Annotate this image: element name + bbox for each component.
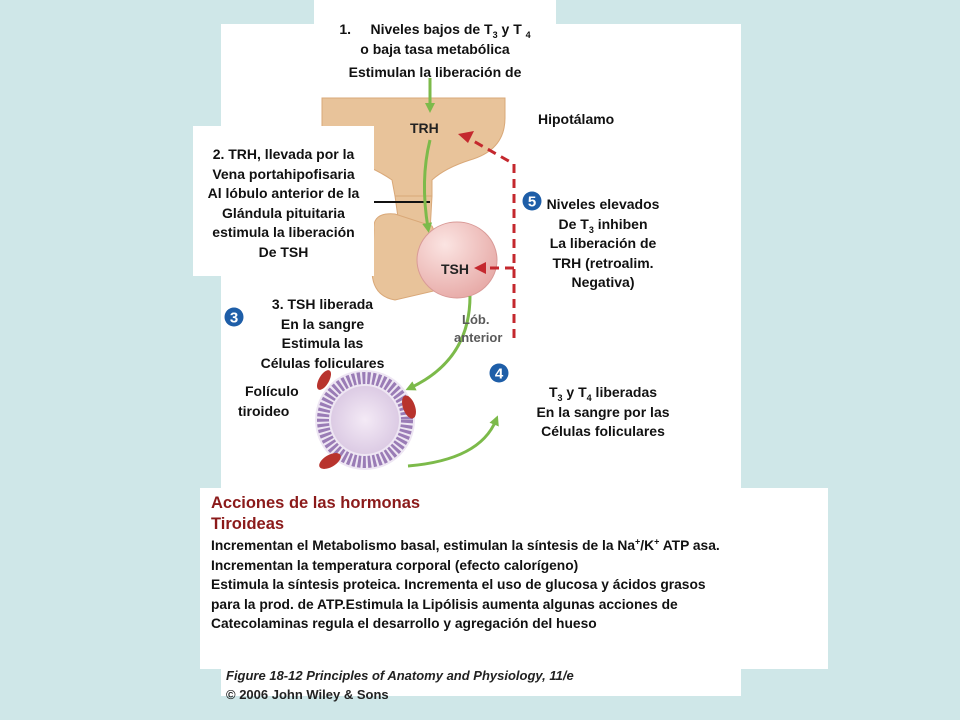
step5-badge: 5 [522, 191, 542, 211]
follicle-label: Folículo tiroideo [238, 383, 299, 419]
follicle-red-cell [317, 370, 331, 390]
step3-badge: 3 [224, 307, 244, 327]
step4-text: T3 y T4 liberadas En la sangre por las C… [536, 384, 670, 439]
arrow-follicle-to-blood [407, 415, 499, 468]
step3-text: 3. TSH liberada En la sangre Estimula la… [260, 296, 385, 371]
follicle-colloid [331, 386, 399, 454]
arrow-tsh-to-follicle [405, 295, 472, 391]
svg-text:5: 5 [528, 194, 536, 211]
step5-text: Niveles elevados De T3 inhiben La libera… [546, 196, 660, 290]
svg-text:4: 4 [495, 366, 504, 383]
trh-label: TRH [410, 120, 439, 136]
step1-line3: Estimulan la liberación de [348, 64, 522, 80]
follicle-red-cell [402, 395, 416, 419]
feedback-arrowhead-tsh [474, 262, 486, 274]
hypothalamus-label: Hipotálamo [538, 111, 615, 127]
follicle-red-cell [319, 453, 341, 469]
step1-text: 1. Niveles bajos de T3 y T 4 o baja tasa… [314, 20, 556, 83]
step1-line1: 1. Niveles bajos de T3 y T 4 [339, 21, 531, 40]
anterior-pituitary [416, 221, 498, 299]
step1-line2: o baja tasa metabólica [360, 40, 510, 57]
tsh-label: TSH [441, 261, 469, 277]
step2-card [193, 126, 374, 276]
follicle-ring [317, 372, 413, 468]
svg-text:3: 3 [230, 310, 238, 327]
hormone-actions-box: Acciones de las hormonas Tiroideas Incre… [200, 488, 828, 669]
actions-title-1: Acciones de las hormonas [211, 494, 421, 512]
actions-body: Incrementan el Metabolismo basal, estimu… [211, 536, 720, 631]
negative-feedback-line [467, 136, 516, 338]
step1-card [314, 0, 556, 88]
step2-text: 2. TRH, llevada por la Vena portahipofis… [207, 146, 360, 260]
arrow-trh-to-pituitary [422, 139, 433, 233]
step4-badge: 4 [489, 363, 509, 383]
anterior-lobe-label-2: anterior [454, 330, 502, 345]
feedback-arrowhead-trh [458, 131, 474, 143]
anterior-lobe-label-1: Lób. [462, 312, 489, 327]
figure-caption: Figure 18-12 Principles of Anatomy and P… [226, 668, 574, 702]
actions-title-2: Tiroideas [211, 515, 285, 533]
